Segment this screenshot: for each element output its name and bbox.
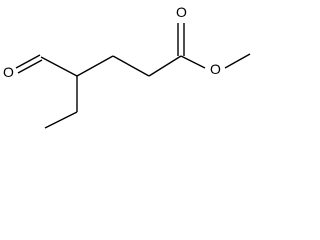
bond-ethyl-ch2-ch3 <box>44 111 78 129</box>
skeletal-structure: O O O <box>3 4 251 129</box>
molecule-canvas: O O O <box>0 0 254 134</box>
bond-cho-c2 <box>40 56 78 77</box>
aldehyde-oxygen-label: O <box>3 64 14 80</box>
ester-carbonyl-oxygen-label: O <box>176 4 187 20</box>
bond-c5-ether-o <box>180 55 206 69</box>
bond-aldehyde-double-1 <box>15 54 41 69</box>
ester-ether-oxygen-label: O <box>210 61 221 77</box>
bond-aldehyde-double-2 <box>17 59 43 74</box>
bond-ether-o-methyl <box>224 53 251 69</box>
bond-c2-c3 <box>76 55 114 77</box>
bond-c4-c5 <box>148 55 182 77</box>
bond-c3-c4 <box>112 55 150 77</box>
